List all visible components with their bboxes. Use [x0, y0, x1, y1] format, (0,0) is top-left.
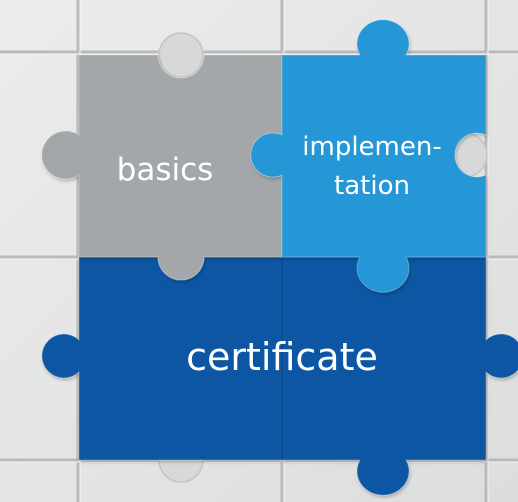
- implementation-label-line2: tation: [334, 171, 410, 201]
- implementation-piece: implemen- tation: [250, 19, 487, 293]
- basics-label: basics: [117, 152, 214, 188]
- socket-top: [158, 32, 204, 78]
- certificate-label: certificate: [186, 335, 378, 379]
- basics-piece: basics: [41, 54, 283, 281]
- certificate-piece: certificate: [41, 221, 518, 496]
- implementation-label-line1: implemen-: [302, 132, 441, 162]
